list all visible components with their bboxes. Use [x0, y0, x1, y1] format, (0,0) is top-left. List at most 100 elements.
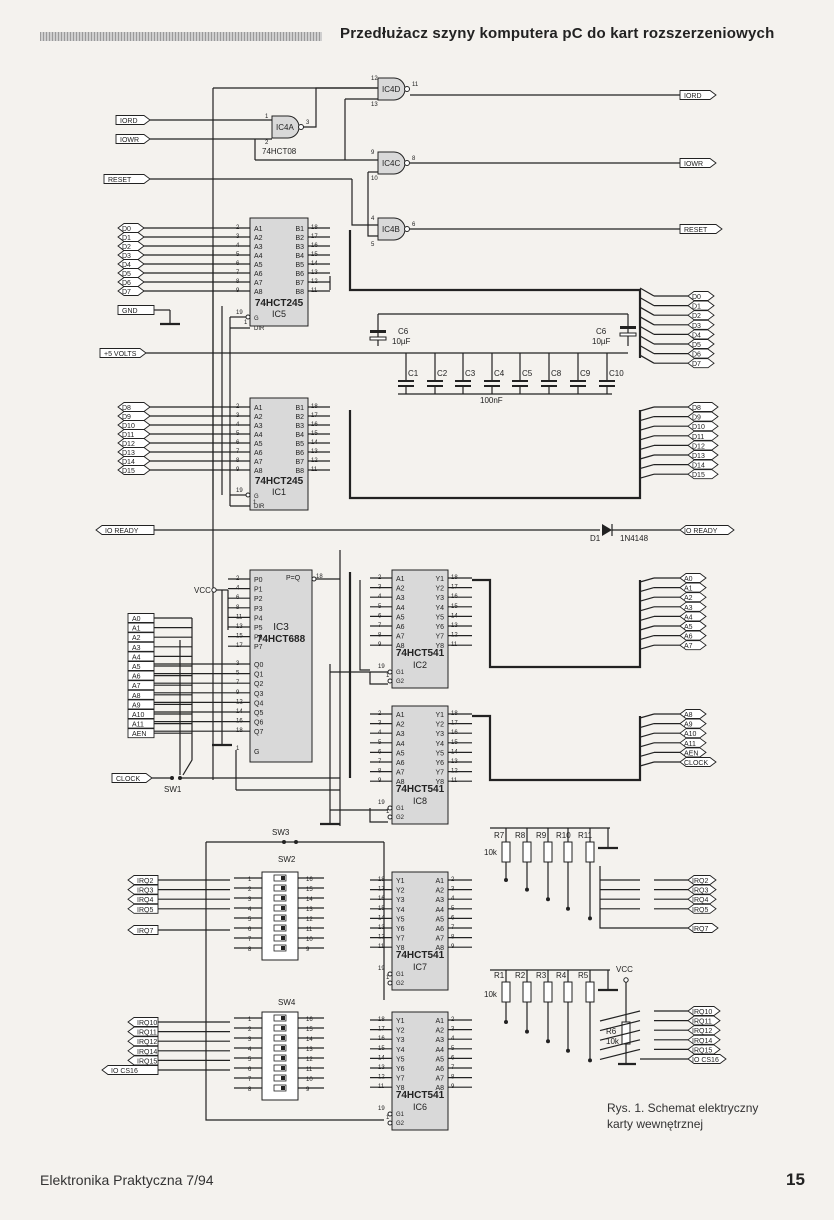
- pin-number: 9: [371, 150, 375, 156]
- dip-knob: [281, 876, 285, 880]
- pin-label: A7: [435, 936, 444, 943]
- pin-number: 2: [248, 1027, 252, 1033]
- data-lo-in-5-text: D5: [122, 271, 131, 278]
- pin-label: P2: [254, 596, 263, 603]
- resistor-r11: [585, 841, 595, 863]
- junction-dot: [566, 906, 570, 911]
- addr-hi-out-2-tag: [679, 728, 707, 739]
- pin-number: 12: [371, 76, 378, 82]
- irq7-out-tag: [687, 923, 719, 933]
- irq-out-3-tag: [687, 903, 717, 914]
- addr-in-5-tag: [127, 661, 155, 671]
- pin-label: G1: [396, 972, 405, 978]
- data-lo-out-2-text: D2: [692, 313, 701, 320]
- irq-hi-out-4-tag: [687, 1044, 721, 1055]
- footer-publication: Elektronika Praktyczna 7/94: [40, 1172, 214, 1188]
- wire: [599, 1010, 641, 1022]
- pin-number: 8: [248, 947, 252, 953]
- chip-ref: IC6: [413, 1102, 427, 1112]
- pin-label: A8: [254, 289, 263, 296]
- pin-number: 6: [248, 1067, 252, 1073]
- pin-label: A4: [435, 907, 444, 914]
- data-hi-out-7-text: D15: [692, 472, 705, 479]
- pin-label: A6: [435, 1066, 444, 1073]
- dip-slot: [273, 914, 287, 922]
- pin-number: 12: [306, 917, 313, 923]
- reset-out-text: RESET: [684, 227, 708, 234]
- pin-label: A4: [254, 253, 263, 260]
- wire: [639, 732, 655, 738]
- pin-number: 4: [248, 907, 252, 913]
- addr-in-12-tag: [127, 728, 155, 739]
- caption-line-2: karty wewnętrznej: [607, 1117, 704, 1131]
- cap-plate: [484, 385, 500, 387]
- pin-label: A8: [435, 945, 444, 952]
- iord-out-tag: [679, 90, 717, 100]
- pin-label: A3: [254, 244, 263, 251]
- pin-number: 12: [306, 1057, 313, 1063]
- addr-lo-out-0-text: A0: [684, 576, 693, 583]
- junction-dot: [546, 1039, 550, 1044]
- dip-slot: [273, 1034, 287, 1042]
- data-hi-out-2-tag: [687, 421, 719, 432]
- chip-part: 74HCT541: [396, 648, 445, 659]
- pin-number: 7: [248, 1077, 252, 1083]
- wire: [639, 635, 655, 641]
- gnd-label-tag: [117, 305, 155, 315]
- addr-hi-out-5-text: CLOCK: [684, 760, 708, 767]
- data-lo-in-7-tag: [117, 286, 145, 296]
- pin-label: G2: [396, 679, 405, 685]
- addr-lo-out-7-text: A7: [684, 643, 693, 650]
- addr-lo-out-1-text: A1: [684, 586, 693, 593]
- sw3-label: SW3: [272, 828, 290, 837]
- data-hi-in-7-text: D15: [122, 468, 135, 475]
- inversion-bubble: [387, 980, 393, 986]
- cap-plate: [484, 380, 500, 382]
- pin-number: 11: [306, 1067, 313, 1073]
- wire: [639, 742, 655, 748]
- pin-number: 6: [248, 927, 252, 933]
- dip-slot: [273, 894, 287, 902]
- resistor-name: R3: [536, 971, 547, 980]
- dip-knob: [281, 926, 285, 930]
- data-hi-out-1-tag: [687, 411, 719, 422]
- irq-out-0-text: IRQ2: [692, 878, 708, 885]
- irq-hi-out-4-text: IRQ15: [692, 1047, 712, 1054]
- data-lo-out-5-tag: [687, 339, 715, 349]
- pin-label: A2: [435, 1028, 444, 1035]
- resistor-r1: [501, 981, 511, 1003]
- wire: [599, 866, 688, 929]
- cap-plate: [541, 385, 557, 387]
- resistor-name: R10: [556, 831, 571, 840]
- clock-in-text: CLOCK: [116, 776, 140, 783]
- chip-ref: IC2: [413, 660, 427, 670]
- dip-knob: [281, 906, 285, 910]
- pin-number: 16: [306, 1017, 313, 1023]
- irq-in-1-text: IRQ3: [137, 888, 153, 895]
- pin-label: G1: [396, 806, 405, 812]
- pin-label: A5: [254, 262, 263, 269]
- addr-hi-out-1-text: A9: [684, 722, 693, 729]
- wire: [639, 444, 655, 450]
- pin-label: A1: [396, 712, 405, 719]
- wire: [599, 1020, 641, 1032]
- pin-label: A6: [435, 926, 444, 933]
- pin-label: A2: [254, 235, 263, 242]
- data-lo-out-3-tag: [687, 319, 715, 330]
- pin-label: Y3: [435, 731, 444, 738]
- pin-label: A8: [435, 1085, 444, 1092]
- irq-hi-in-3-text: IRQ14: [137, 1049, 157, 1056]
- chip-ref: IC5: [272, 309, 286, 319]
- dip-slot: [273, 1054, 287, 1062]
- pin-label: B8: [295, 289, 304, 296]
- addr-in-1-tag: [127, 622, 155, 633]
- pin-label: A5: [396, 614, 405, 621]
- addr-in-11-tag: [127, 718, 155, 729]
- cap-plate: [398, 385, 414, 387]
- pin-number: 14: [306, 1037, 313, 1043]
- resistor-name: R11: [578, 831, 593, 840]
- data-hi-out-5-text: D13: [692, 453, 705, 460]
- data-hi-out-3-tag: [687, 430, 719, 441]
- header-decorative-bar: [40, 32, 322, 41]
- inversion-bubble: [311, 576, 317, 582]
